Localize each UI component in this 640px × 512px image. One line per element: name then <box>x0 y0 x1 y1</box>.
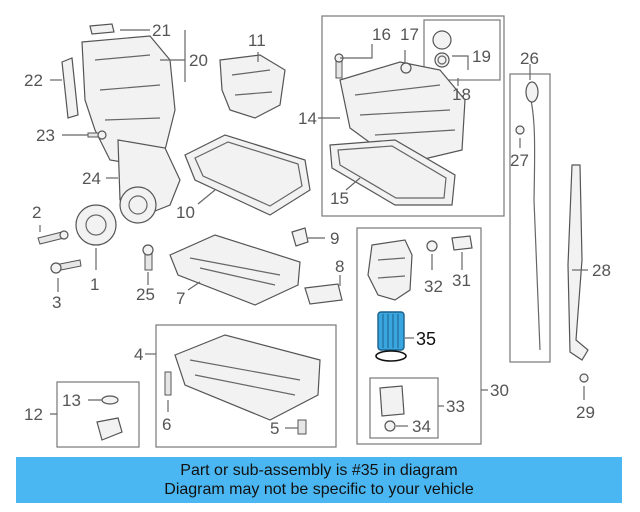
callout-3[interactable]: 3 <box>52 293 61 312</box>
callout-26[interactable]: 26 <box>520 49 539 68</box>
filter-housing-box <box>356 227 482 445</box>
callout-9[interactable]: 9 <box>330 229 339 248</box>
small-cover-part <box>89 23 115 35</box>
pulley-part <box>119 186 157 224</box>
callout-28[interactable]: 28 <box>592 261 611 280</box>
oil-pan-part <box>174 334 321 421</box>
filter-cap-part <box>379 385 405 417</box>
oil-filter-element-highlight <box>377 311 405 351</box>
callout-7[interactable]: 7 <box>176 289 185 308</box>
dipstick-tube-part <box>567 164 589 361</box>
callout-24[interactable]: 24 <box>82 169 101 188</box>
sensor-part <box>291 227 309 247</box>
callout-27[interactable]: 27 <box>510 151 529 170</box>
oil-sensor-part <box>96 417 123 441</box>
callout-14[interactable]: 14 <box>298 109 317 128</box>
cover-seal-part <box>61 57 79 119</box>
callout-4[interactable]: 4 <box>134 345 143 364</box>
callout-8[interactable]: 8 <box>335 257 344 276</box>
info-banner: Part or sub-assembly is #35 in diagram D… <box>16 457 622 503</box>
callout-23[interactable]: 23 <box>36 126 55 145</box>
cover-gasket-part <box>329 139 456 206</box>
callout-33[interactable]: 33 <box>446 397 465 416</box>
plate-part <box>304 283 343 305</box>
valve-cover-box <box>321 15 505 217</box>
callout-1[interactable]: 1 <box>90 275 99 294</box>
callout-6[interactable]: 6 <box>162 415 171 434</box>
callout-15[interactable]: 15 <box>330 189 349 208</box>
callout-22[interactable]: 22 <box>24 71 43 90</box>
callout-32[interactable]: 32 <box>424 277 443 296</box>
pump-part <box>219 54 286 119</box>
callout-19[interactable]: 19 <box>472 47 491 66</box>
callout-10[interactable]: 10 <box>176 203 195 222</box>
dipstick-box <box>509 73 551 363</box>
callout-11[interactable]: 11 <box>248 31 266 50</box>
crank-pulley-part <box>75 204 117 246</box>
callout-13[interactable]: 13 <box>62 391 81 410</box>
callout-18[interactable]: 18 <box>452 85 471 104</box>
oil-pan-box <box>155 324 337 448</box>
callout-29[interactable]: 29 <box>576 403 595 422</box>
callout-5[interactable]: 5 <box>270 419 279 438</box>
filter-housing-part <box>367 239 413 301</box>
cap-part <box>432 30 452 50</box>
banner-line-part-number: Part or sub-assembly is #35 in diagram <box>180 462 458 479</box>
valve-cover-part <box>339 61 466 161</box>
banner-line-disclaimer: Diagram may not be specific to your vehi… <box>164 481 474 498</box>
callout-21[interactable]: 21 <box>152 21 171 40</box>
callout-20[interactable]: 20 <box>189 51 208 70</box>
cap-seal-part <box>434 52 450 68</box>
callout-2[interactable]: 2 <box>32 203 41 222</box>
callout-31[interactable]: 31 <box>452 271 471 290</box>
callout-12[interactable]: 12 <box>24 405 43 424</box>
callout-30[interactable]: 30 <box>490 381 509 400</box>
pan-gasket-part <box>184 134 311 216</box>
callout-35[interactable]: 35 <box>416 329 436 349</box>
parts-diagram: 21 20 22 23 24 11 16 17 19 18 14 15 10 2… <box>24 15 611 448</box>
callout-25[interactable]: 25 <box>136 285 155 304</box>
callout-16[interactable]: 16 <box>372 25 391 44</box>
callout-17[interactable]: 17 <box>400 25 419 44</box>
baffle-part <box>169 234 301 306</box>
callout-34[interactable]: 34 <box>412 417 431 436</box>
